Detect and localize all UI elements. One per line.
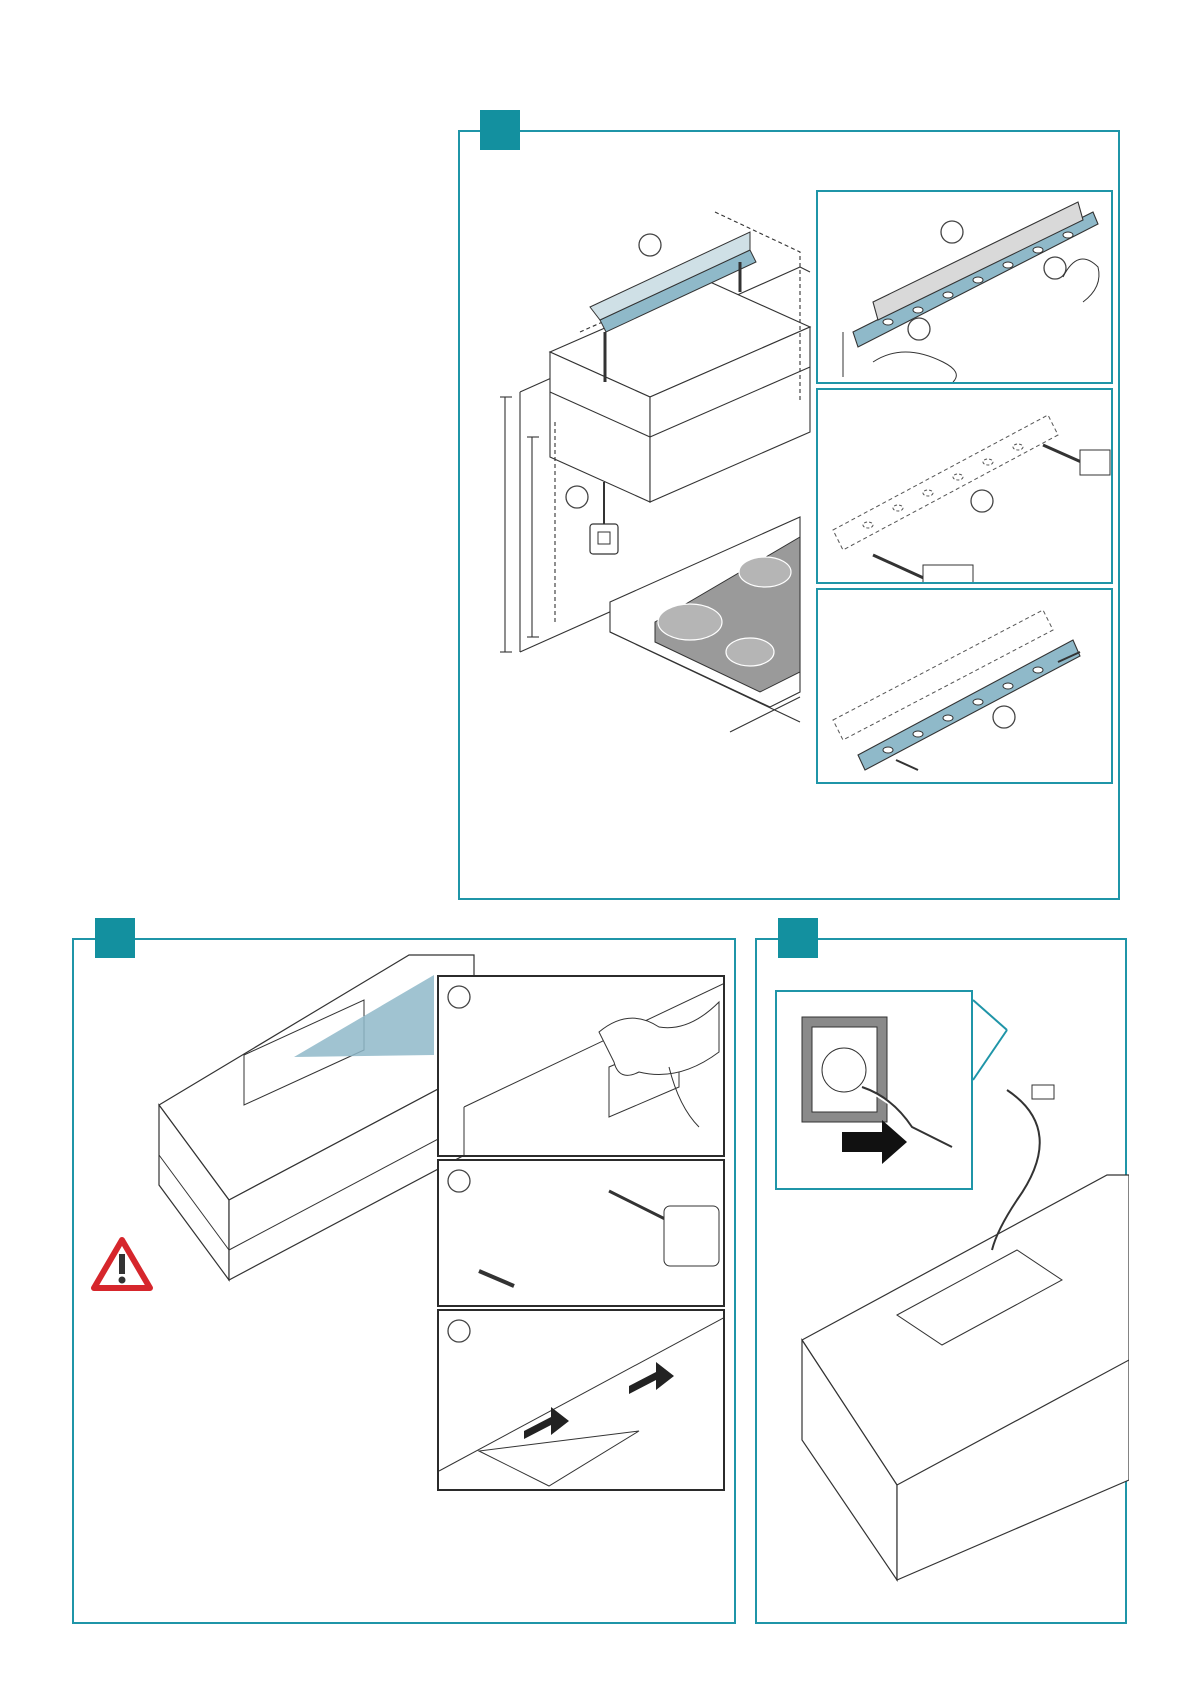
warning-triangle-icon	[94, 1240, 150, 1288]
fix-bracket-inset	[816, 588, 1113, 784]
step-panel-3	[755, 938, 1127, 1624]
drill-plug-inset	[437, 1159, 725, 1307]
mark-holes-inset	[437, 975, 725, 1157]
screw-inset	[437, 1309, 725, 1491]
step-number-tab	[480, 110, 520, 150]
tape-measure-icon	[590, 482, 618, 554]
step-panel-1	[458, 130, 1120, 900]
step-number-tab	[778, 918, 818, 958]
plug-icon	[1032, 1085, 1054, 1099]
callout-circle	[639, 234, 661, 256]
drill-holes-inset	[816, 388, 1113, 584]
level-bracket-inset	[816, 190, 1113, 384]
callout-circle	[566, 486, 588, 508]
plug-socket-inset	[775, 990, 973, 1190]
arrow-right-icon	[842, 1120, 907, 1164]
step-number-tab	[95, 918, 135, 958]
step-panel-2	[72, 938, 736, 1624]
